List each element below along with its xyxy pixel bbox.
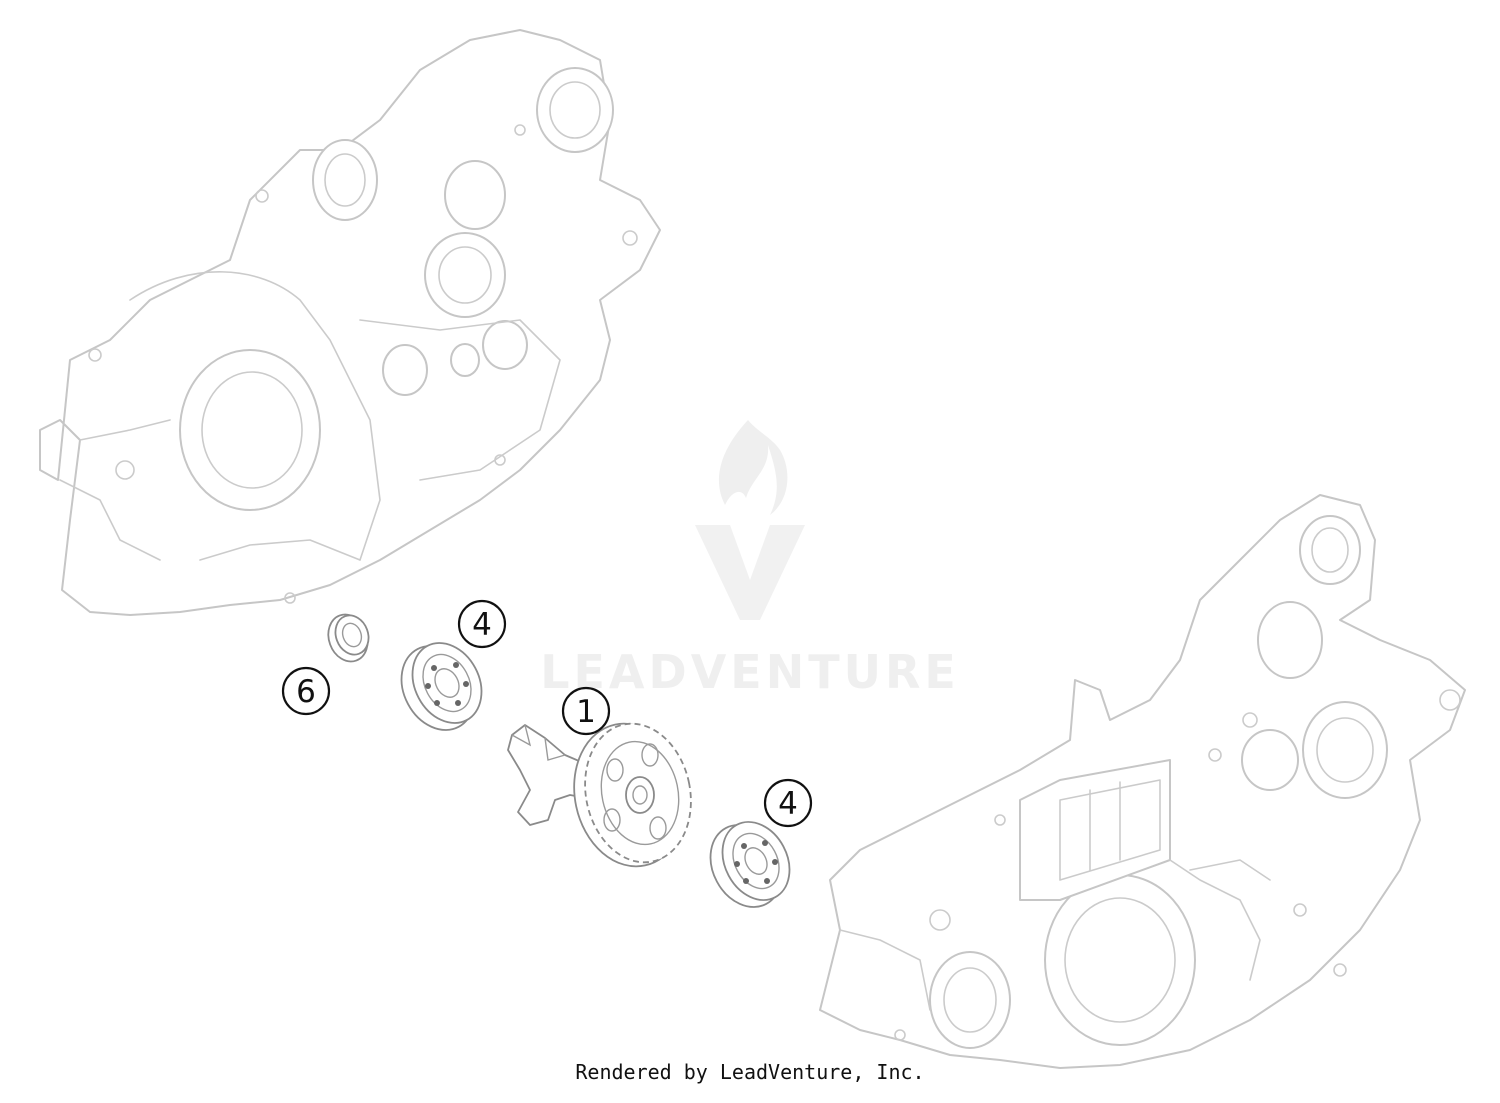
leadventure-watermark: LEADVENTURE: [540, 420, 960, 699]
callout-1[interactable]: 1: [561, 686, 611, 736]
callout-label: 1: [576, 694, 596, 730]
ball-bearing-part: [400, 642, 483, 731]
watermark-text: LEADVENTURE: [540, 645, 960, 699]
callout-label: 4: [778, 786, 798, 822]
render-credit: Rendered by LeadVenture, Inc.: [575, 1060, 925, 1084]
callout-4-upper[interactable]: 4: [457, 599, 507, 649]
callout-label: 6: [296, 674, 316, 710]
callout-6[interactable]: 6: [281, 666, 331, 716]
callout-label: 4: [472, 607, 492, 643]
ball-bearing-part: [709, 821, 791, 908]
balancer-shaft-gear-part: [507, 722, 692, 868]
left-crankcase-half: [39, 29, 661, 616]
right-crankcase-half: [819, 494, 1466, 1069]
v-logo-icon: [695, 525, 805, 620]
callout-4-lower[interactable]: 4: [763, 778, 813, 828]
seal-part: [327, 613, 370, 663]
flame-icon: [718, 420, 788, 515]
